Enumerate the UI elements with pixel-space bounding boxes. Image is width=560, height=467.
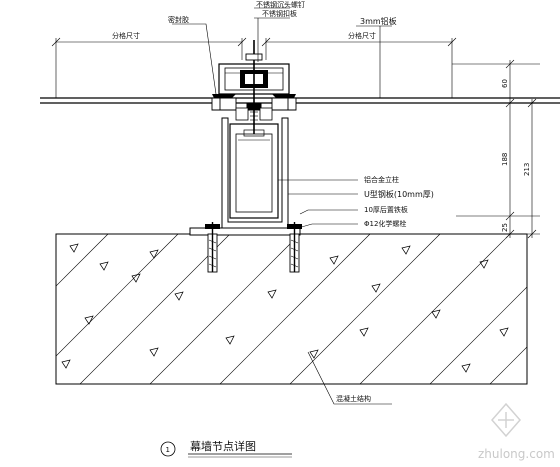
dim-mid: 188	[501, 153, 509, 166]
mullion-label: 铝合金立柱	[364, 175, 399, 184]
dim-total: 213	[523, 163, 531, 176]
sealant	[212, 94, 296, 98]
right-leaders	[278, 179, 358, 229]
panel-label: 3mm铝板	[360, 16, 397, 26]
detail-title: 1 幕墙节点详图	[160, 439, 292, 458]
countersunk-bolt	[245, 40, 263, 134]
gap-size-label-right: 分格尺寸	[348, 31, 376, 40]
anchor-label: Φ12化学螺栓	[364, 219, 406, 228]
chemical-anchor-left	[205, 222, 220, 273]
chemical-anchor-right	[287, 222, 302, 273]
vertical-dimensions	[452, 59, 540, 239]
dim-bottom: 25	[501, 223, 509, 232]
gap-dimension-lines	[51, 37, 457, 98]
watermark-text: zhulong.com	[478, 447, 555, 461]
detail-number: 1	[166, 446, 170, 454]
dim-top: 60	[501, 79, 509, 88]
embed-plate-label: 10厚后置铁板	[364, 205, 408, 214]
aluminum-panel	[40, 97, 560, 104]
aluminum-mullion	[229, 123, 279, 219]
embed-plate	[189, 227, 301, 236]
ss-bolt-label: 不锈钢沉头螺钉	[256, 0, 305, 9]
detail-title-text: 幕墙节点详图	[190, 439, 256, 453]
concrete-leader	[307, 351, 392, 405]
top-leaders	[172, 7, 392, 98]
ss-plate-label: 不锈钢扣板	[262, 9, 297, 18]
concrete-label: 混凝土结构	[336, 394, 371, 403]
sealant-label: 密封胶	[168, 15, 189, 24]
detail-number-circle	[160, 441, 176, 457]
gap-size-label-left: 分格尺寸	[112, 31, 140, 40]
u-steel-bracket	[221, 117, 289, 229]
spacer-blocks	[235, 107, 273, 121]
u-bracket-label: U型钢板(10mm厚)	[364, 189, 434, 199]
concrete-hatch	[56, 234, 527, 384]
aggregate-marks	[61, 243, 509, 373]
watermark-logo	[491, 402, 521, 438]
